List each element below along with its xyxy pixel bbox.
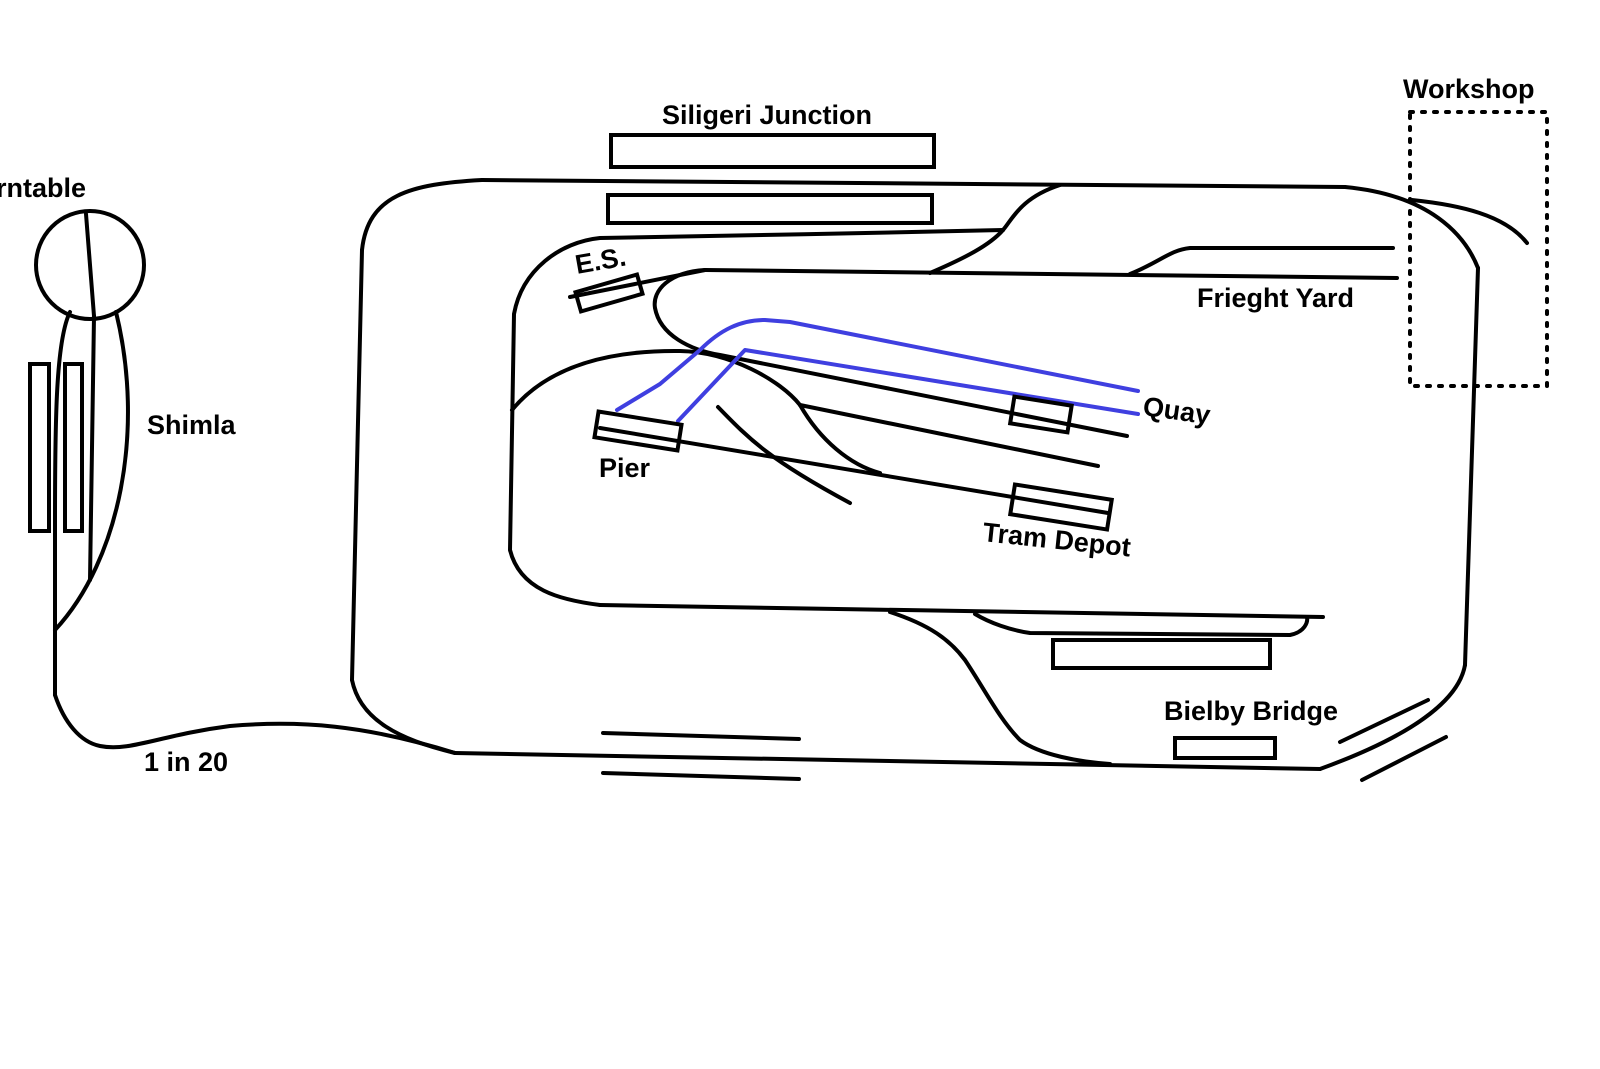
quay-label: Quay xyxy=(1141,391,1212,430)
bridge-rail-2 xyxy=(1360,735,1448,782)
es-label: E.S. xyxy=(573,242,628,280)
pier-to-depot-track xyxy=(598,426,1110,515)
main-loop-bottom-right-corner xyxy=(1318,663,1467,771)
frieght-yard-siding xyxy=(1128,246,1395,276)
reversing-loop xyxy=(652,268,1129,438)
main-loop-left-corner xyxy=(360,178,484,252)
bridge-rail-1 xyxy=(1338,698,1430,744)
gradient-label: 1 in 20 xyxy=(144,747,228,777)
short-siding xyxy=(716,405,852,505)
crossover-to-outer-top xyxy=(928,183,1062,275)
quay-building xyxy=(1007,394,1074,435)
shimla-platform-1 xyxy=(28,362,51,533)
siligeri-junction-platform-2 xyxy=(606,193,934,225)
tramway-upper xyxy=(615,318,1140,412)
frieght-yard-label: Frieght Yard xyxy=(1197,283,1354,313)
shimla-label: Shimla xyxy=(147,410,237,440)
main-loop-left-side xyxy=(350,248,364,682)
inner-loop-bottom xyxy=(598,603,1325,619)
main-loop-top-right-corner xyxy=(1343,185,1480,270)
shimla-track-right xyxy=(53,310,130,632)
shimla-track-middle xyxy=(88,314,96,582)
es-building xyxy=(573,272,645,314)
frieght-yard-road xyxy=(703,268,1399,280)
workshop-outline xyxy=(1408,110,1549,388)
main-loop-bottom-left-corner xyxy=(350,678,457,755)
main-loop-bottom xyxy=(453,751,1322,771)
turntable xyxy=(34,209,146,321)
bielby-bridge-loop xyxy=(888,610,1112,766)
workshop-label: Workshop xyxy=(1403,74,1535,104)
main-loop-right-side xyxy=(1463,266,1480,667)
shimla-track-left xyxy=(53,310,72,697)
tram-depot-building xyxy=(1007,482,1115,532)
middle-siding xyxy=(798,403,1100,468)
bielby-bridge-platform xyxy=(1051,638,1272,670)
siligeri-junction-platform-1 xyxy=(609,133,936,169)
viaduct-rail-2 xyxy=(601,771,801,781)
workshop-spur xyxy=(1410,198,1529,245)
shimla-platform-2 xyxy=(63,362,84,533)
pier-label: Pier xyxy=(599,453,651,483)
turntable-bridge xyxy=(84,212,96,318)
bielby-siding xyxy=(973,612,1310,637)
gradient-track xyxy=(53,693,457,755)
pier-building xyxy=(592,409,684,453)
siligeri-junction-label: Siligeri Junction xyxy=(662,100,872,130)
inner-loop-upper xyxy=(508,228,1005,607)
bielby-bridge-label: Bielby Bridge xyxy=(1164,696,1338,726)
bielby-bridge-building xyxy=(1173,736,1277,760)
viaduct-rail-1 xyxy=(601,731,801,741)
turntable-label: rntable xyxy=(0,173,86,203)
tramway-lower xyxy=(676,348,1140,423)
main-loop-top xyxy=(480,178,1347,189)
